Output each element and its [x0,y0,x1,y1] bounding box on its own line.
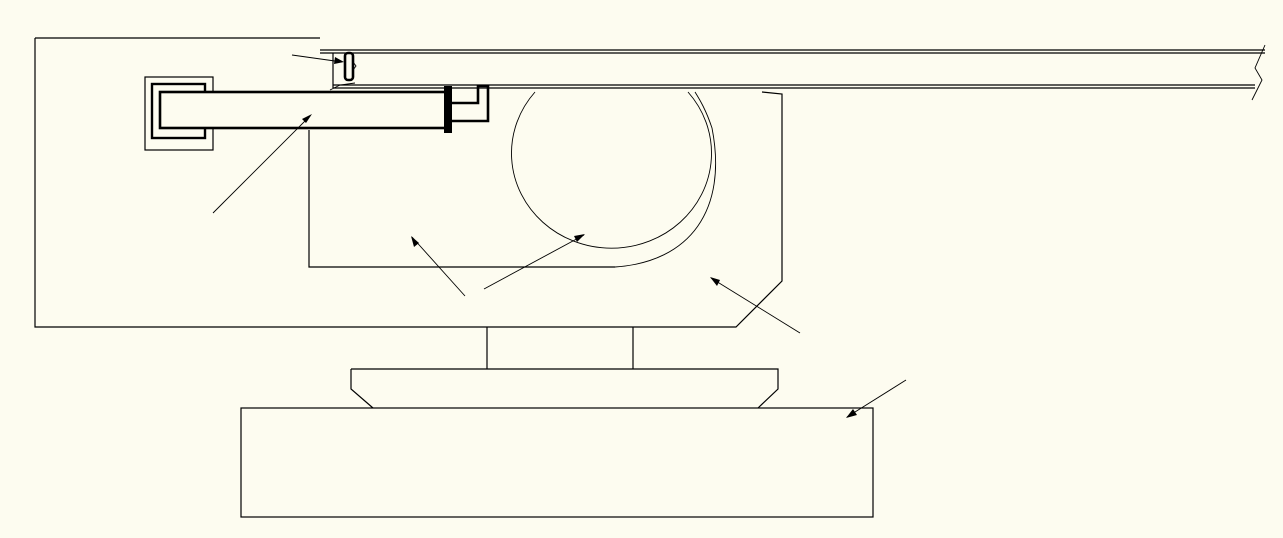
motor-reducer-circle [511,91,712,249]
blocker [329,51,357,91]
transfer-head-frame [34,37,783,328]
top-rail [320,44,1266,101]
pusher-cylinder [144,76,490,151]
motor-reducer-outer-arc [614,91,717,268]
motor-housing [308,130,615,268]
leader-lines [212,54,907,418]
belt-tail-body [240,407,874,518]
support-post [350,327,779,409]
